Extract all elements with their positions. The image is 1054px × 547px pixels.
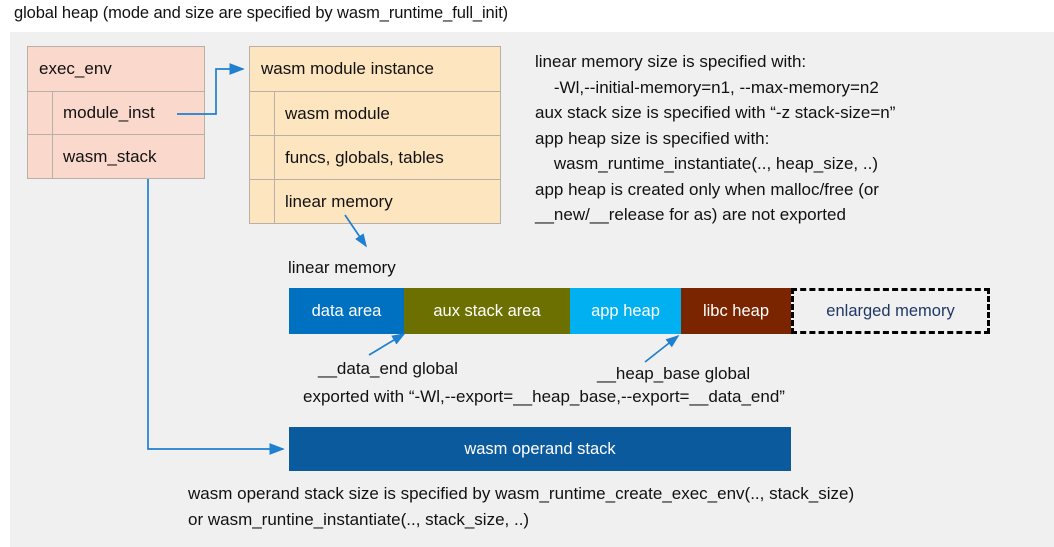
- module-instance-gutter: [250, 136, 275, 179]
- exec-env-field-wasm-stack: wasm_stack: [28, 135, 204, 178]
- exec-env-field-module-inst: module_inst: [28, 92, 204, 135]
- module-instance-field-label: funcs, globals, tables: [285, 147, 444, 167]
- memory-segment: aux stack area: [404, 288, 570, 334]
- linear-memory-label: linear memory: [288, 258, 396, 277]
- exec-env-gutter: [28, 92, 53, 134]
- exec-env-header-row: exec_env: [28, 47, 204, 92]
- memory-segment: app heap: [570, 288, 681, 334]
- module-instance-field-label: wasm module: [285, 103, 390, 123]
- exec-env-field-label: wasm_stack: [63, 146, 157, 166]
- memory-segment: libc heap: [681, 288, 791, 334]
- diagram-title: global heap (mode and size are specified…: [14, 4, 509, 22]
- module-instance-gutter: [250, 92, 275, 135]
- module-instance-gutter: [250, 180, 275, 224]
- linear-memory-notes: linear memory size is specified with: -W…: [535, 52, 896, 224]
- module-instance-header-label: wasm module instance: [261, 59, 434, 78]
- memory-segment: data area: [289, 288, 404, 334]
- module-instance-field-linear-memory: linear memory: [250, 180, 500, 224]
- exec-env-box: exec_env module_inst wasm_stack: [27, 46, 205, 179]
- annotation-exported-with: exported with “-Wl,--export=__heap_base,…: [303, 387, 785, 406]
- module-instance-field-funcs-globals-tables: funcs, globals, tables: [250, 136, 500, 180]
- module-instance-header-row: wasm module instance: [250, 47, 500, 92]
- exec-env-gutter: [28, 135, 53, 178]
- module-instance-field-wasm-module: wasm module: [250, 92, 500, 136]
- module-instance-field-label: linear memory: [285, 192, 393, 211]
- operand-stack-notes: wasm operand stack size is specified by …: [188, 484, 855, 529]
- wasm-operand-stack-bar: wasm operand stack: [289, 427, 791, 471]
- annotation-heap-base: __heap_base global: [597, 364, 751, 383]
- annotation-data-end: __data_end global: [318, 359, 458, 378]
- memory-segment: enlarged memory: [791, 288, 990, 334]
- exec-env-header-label: exec_env: [39, 59, 112, 78]
- exec-env-field-label: module_inst: [63, 103, 155, 122]
- wasm-module-instance-box: wasm module instance wasm module funcs, …: [249, 46, 501, 224]
